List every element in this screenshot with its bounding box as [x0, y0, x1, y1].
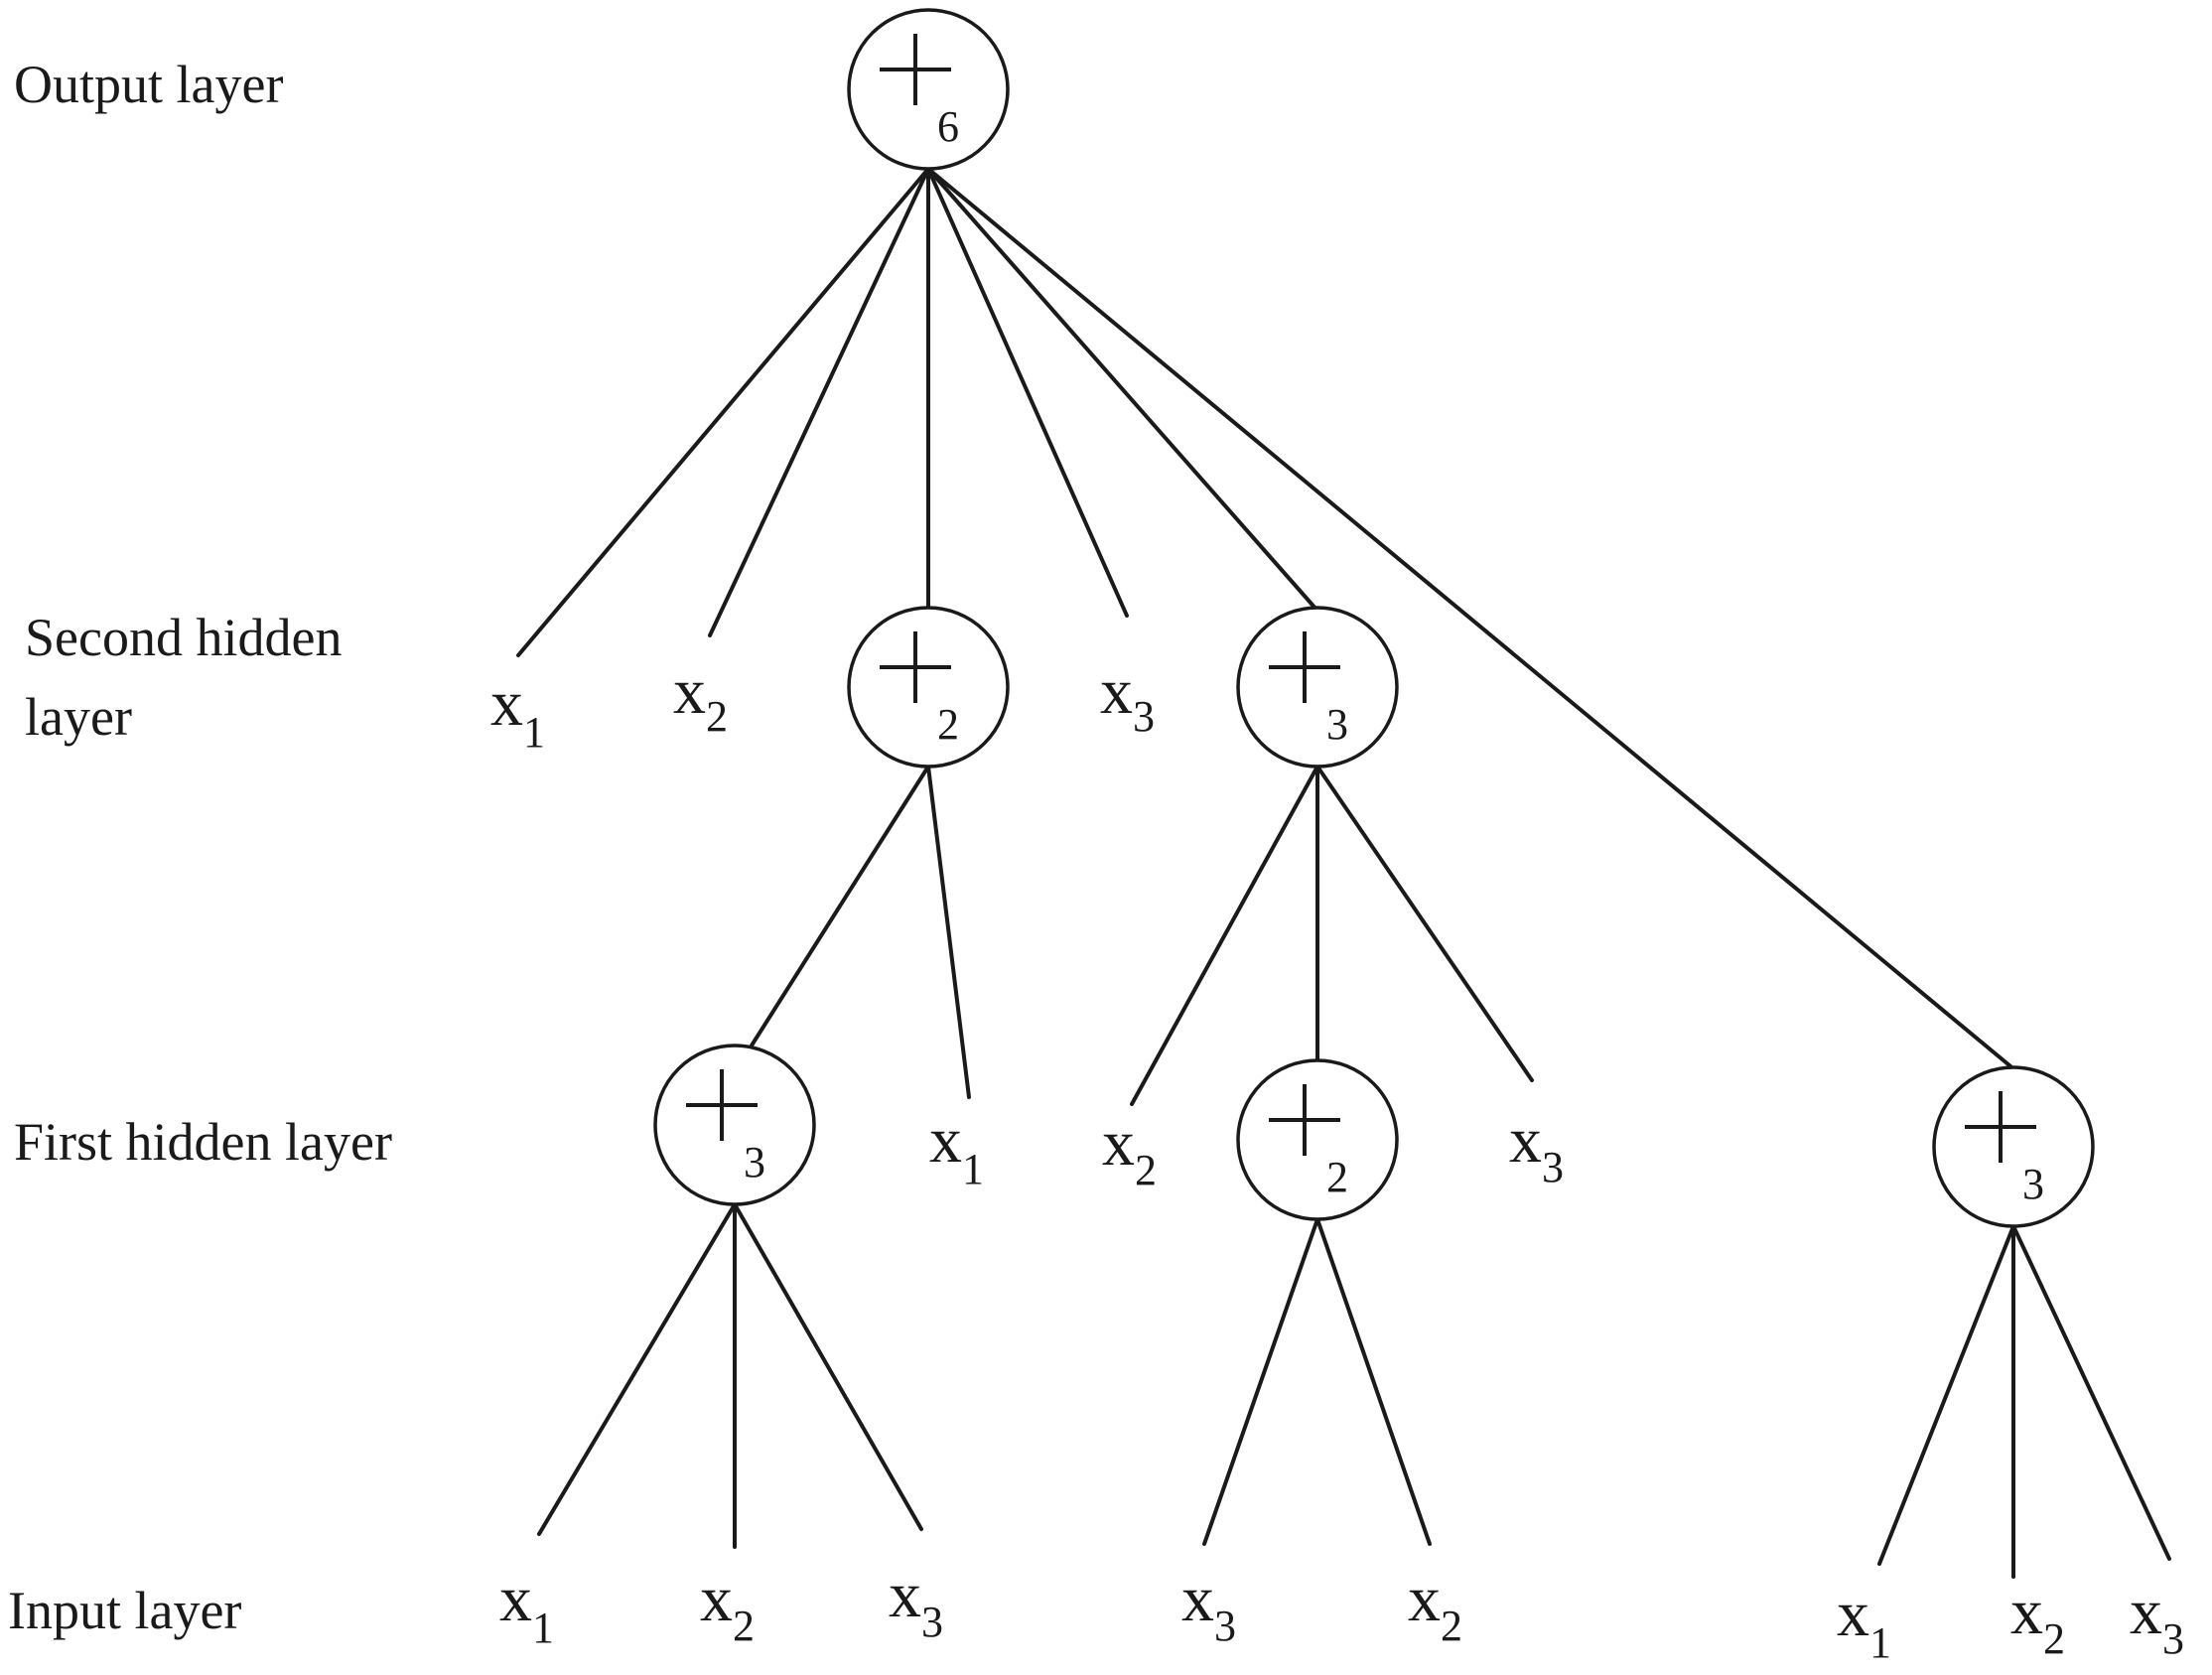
leaf-base: x — [929, 1104, 962, 1177]
leaf-base: x — [2130, 1576, 2162, 1648]
edge-s2plus2-fplus3left — [750, 765, 930, 1047]
leaf-base: x — [1102, 1107, 1135, 1180]
leaf-base: x — [1100, 655, 1133, 728]
leaf-second-hidden-x2: x2 — [673, 655, 728, 741]
label-first-hidden-layer: First hidden layer — [14, 1112, 392, 1172]
leaf-subscript: 2 — [706, 692, 728, 741]
plus-icon — [686, 1069, 758, 1141]
leaf-subscript: 3 — [1542, 1143, 1564, 1191]
plus-icon — [880, 631, 951, 703]
edge-root-s2-plus3 — [926, 167, 1319, 613]
edge-root-s2-x3 — [926, 167, 1129, 618]
leaf-base: x — [2010, 1576, 2043, 1648]
leaf-base: x — [1408, 1563, 1441, 1635]
leaf-base: x — [889, 1559, 921, 1631]
edge-fplus3right-i-x1 — [1877, 1224, 2015, 1566]
leaf-input-b-x3: x3 — [1181, 1563, 1236, 1650]
edge-root-s2-x1 — [516, 167, 930, 657]
leaf-subscript: 1 — [532, 1604, 554, 1652]
leaf-first-hidden-x2: x2 — [1102, 1107, 1157, 1194]
node-root-plus6: 6 — [847, 8, 1010, 171]
leaf-subscript: 2 — [733, 1602, 755, 1650]
node-first-hidden-plus2-mid: 2 — [1236, 1058, 1399, 1221]
edge-root-s2-x2 — [708, 167, 930, 637]
label-second-hidden-line1: Second hidden — [25, 608, 342, 667]
leaf-input-a-x2: x2 — [700, 1563, 755, 1650]
edge-s2plus3-f-x3 — [1315, 765, 1534, 1082]
leaf-input-c-x1: x1 — [1837, 1578, 1891, 1667]
node-circle — [1932, 1065, 2095, 1228]
edges — [516, 167, 2171, 1579]
leaf-subscript: 2 — [2043, 1614, 2065, 1663]
plus-icon — [1269, 1084, 1340, 1156]
leaf-subscript: 1 — [962, 1145, 984, 1193]
leaf-second-hidden-x1: x1 — [490, 667, 545, 757]
leaf-input-a-x3: x3 — [889, 1559, 943, 1646]
leaf-input-c-x2: x2 — [2010, 1576, 2065, 1663]
node-subscript: 2 — [937, 700, 959, 749]
node-second-hidden-plus3: 3 — [1236, 606, 1399, 768]
label-output-layer: Output layer — [14, 55, 283, 114]
leaf-subscript: 2 — [1441, 1602, 1462, 1650]
leaf-subscript: 3 — [2162, 1614, 2184, 1663]
node-circle — [1236, 606, 1399, 768]
leaf-base: x — [1181, 1563, 1214, 1635]
label-input-layer: Input layer — [8, 1581, 241, 1640]
node-subscript: 3 — [744, 1138, 765, 1186]
leaf-input-c-x3: x3 — [2130, 1576, 2184, 1663]
node-first-hidden-plus3-right: 3 — [1932, 1065, 2095, 1228]
edge-fplus3right-i-x3 — [2011, 1224, 2171, 1561]
node-subscript: 3 — [2022, 1160, 2044, 1208]
edge-fplus2mid-i-x2 — [1315, 1217, 1432, 1546]
node-second-hidden-plus2: 2 — [847, 606, 1010, 768]
leaf-subscript: 2 — [1135, 1146, 1157, 1194]
leaf-first-hidden-x1: x1 — [929, 1104, 984, 1193]
leaf-subscript: 1 — [1869, 1618, 1891, 1667]
leaf-base: x — [499, 1563, 532, 1635]
leaf-input-b-x2: x2 — [1408, 1563, 1462, 1650]
leaf-second-hidden-x3: x3 — [1100, 655, 1155, 741]
leaf-base: x — [673, 655, 706, 728]
label-second-hidden-line2: layer — [25, 687, 132, 747]
node-first-hidden-plus3-left: 3 — [653, 1044, 816, 1206]
leaf-base: x — [1509, 1104, 1542, 1177]
plus-icon — [1965, 1091, 2036, 1163]
edge-root-f-plus3-right — [926, 167, 2017, 1072]
edge-fplus2mid-i-x3 — [1202, 1217, 1319, 1546]
edge-s2plus3-f-x2 — [1130, 765, 1319, 1106]
node-circle — [847, 606, 1010, 768]
leaf-base: x — [1837, 1578, 1869, 1650]
node-subscript: 3 — [1326, 700, 1348, 749]
leaf-subscript: 1 — [523, 708, 545, 757]
leaf-subscript: 3 — [1214, 1602, 1236, 1650]
leaf-first-hidden-x3: x3 — [1509, 1104, 1564, 1191]
edge-fplus3left-i-x1 — [537, 1202, 737, 1536]
leaf-subscript: 3 — [921, 1598, 943, 1646]
edge-fplus3left-i-x3 — [733, 1202, 923, 1531]
node-circle — [847, 8, 1010, 171]
leaf-input-a-x1: x1 — [499, 1563, 554, 1652]
leaf-subscript: 3 — [1133, 692, 1155, 741]
node-circle — [1236, 1058, 1399, 1221]
plus-icon — [1269, 631, 1340, 703]
node-circle — [653, 1044, 816, 1206]
leaf-base: x — [490, 667, 523, 740]
node-subscript: 2 — [1326, 1153, 1348, 1201]
leaf-base: x — [700, 1563, 733, 1635]
edge-s2plus2-f-x1 — [926, 765, 971, 1099]
node-subscript: 6 — [937, 102, 959, 151]
plus-icon — [880, 34, 951, 105]
